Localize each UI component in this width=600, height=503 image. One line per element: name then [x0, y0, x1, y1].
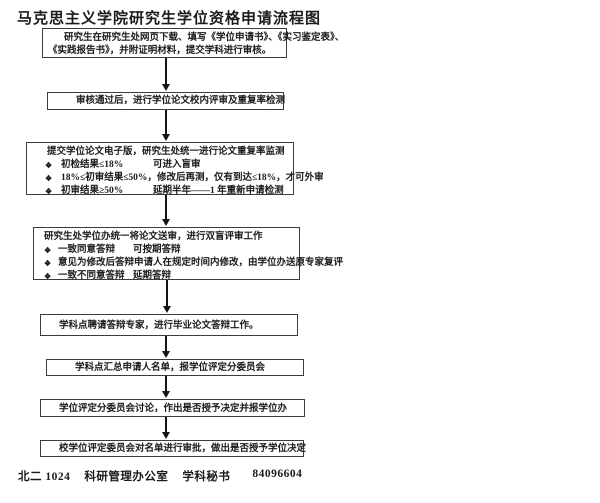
flow-step-internal-review: 审核通过后，进行学位论文校内评审及重复率检测 [47, 92, 286, 110]
bullet-condition: 一致不同意答辩 [58, 271, 125, 281]
flow-step-subcommittee-decision: 学位评定分委员会讨论，作出是否授予决定并报学位办 [40, 399, 305, 417]
flow-arrow-down [161, 336, 170, 358]
arrow-shaft [165, 280, 168, 306]
diamond-bullet-icon: ❖ [45, 174, 53, 183]
step-text-line: 研究生在研究生处网页下载、填写《学位申请书》、《实习鉴定表》、 [64, 33, 345, 43]
flow-step-university-committee-approval: 校学位评定委员会对名单进行审批，做出是否授予学位决定 [40, 440, 307, 457]
bullet-row: ❖ 初检结果≤18% 可进入盲审 [45, 159, 293, 172]
bullet-condition: 18%≤初审结果≤50%， [61, 173, 157, 183]
step-text-line: 学位评定分委员会讨论，作出是否授予决定并报学位办 [59, 404, 288, 414]
page-title: 马克思主义学院研究生学位资格申请流程图 [17, 11, 322, 27]
bullet-row: ❖ 初审结果≥50% 延期半年——1 年重新申请检测 [45, 185, 293, 198]
arrow-head [161, 432, 170, 439]
step-heading: 提交学位论文电子版，研究生处统一进行论文重复率监测 [47, 147, 285, 157]
bullet-result: 修改后再测，仅有到达≤18%，才可外审 [156, 173, 324, 183]
arrow-shaft [164, 195, 167, 219]
footer-phone: 84096604 [252, 468, 303, 480]
footer-office: 科研管理办公室 [84, 471, 169, 483]
bullet-condition: 意见为修改后答辩 [58, 258, 135, 268]
flow-arrow-down [161, 110, 170, 141]
diamond-bullet-icon: ❖ [44, 272, 52, 281]
bullet-result: 申请人在规定时间内修改，由学位办送原专家复评 [134, 258, 344, 268]
arrow-head [162, 306, 171, 313]
arrow-head [161, 134, 170, 141]
flow-step-blind-review: 研究生处学位办统一将论文送审，进行双盲评审工作 ❖ 一致同意答辩 可按期答辩 ❖… [33, 227, 343, 283]
arrow-head [161, 219, 170, 226]
step-text-line: 《实践报告书》，并附证明材料，提交学科进行审核。 [48, 46, 272, 56]
arrow-shaft [164, 417, 167, 432]
arrow-head [161, 391, 170, 398]
bullet-row: ❖ 18%≤初审结果≤50%， 修改后再测，仅有到达≤18%，才可外审 [45, 172, 324, 185]
flow-arrow-down [162, 280, 171, 313]
bullet-row: ❖ 意见为修改后答辩 申请人在规定时间内修改，由学位办送原专家复评 [44, 257, 343, 270]
footer-role: 学科秘书 [182, 471, 231, 483]
diamond-bullet-icon: ❖ [45, 161, 53, 170]
arrow-shaft [164, 376, 167, 391]
flow-step-thesis-defense: 学科点聘请答辩专家，进行毕业论文答辩工作。 [40, 314, 298, 336]
bullet-result: 延期答辩 [133, 271, 172, 281]
bullet-row: ❖ 一致不同意答辩 延期答辩 [44, 270, 299, 283]
bullet-row: ❖ 一致同意答辩 可按期答辩 [44, 244, 299, 257]
flow-arrow-down [161, 58, 170, 91]
diamond-bullet-icon: ❖ [44, 246, 52, 255]
bullet-result: 延期半年——1 年重新申请检测 [153, 186, 284, 196]
arrow-shaft [164, 110, 167, 134]
flow-arrow-down [161, 376, 170, 398]
arrow-shaft [164, 58, 167, 84]
diamond-bullet-icon: ❖ [45, 187, 53, 196]
bullet-result: 可按期答辩 [133, 245, 181, 255]
flow-arrow-down [161, 417, 170, 439]
flow-arrow-down [161, 195, 170, 226]
arrow-head [161, 351, 170, 358]
footer-contact-line: 北二 1024 科研管理办公室 学科秘书 84096604 [18, 468, 302, 484]
step-text-line: 学科点聘请答辩专家，进行毕业论文答辩工作。 [59, 321, 259, 331]
bullet-condition: 一致同意答辩 [58, 245, 116, 255]
arrow-head [161, 84, 170, 91]
step-text-line: 审核通过后，进行学位论文校内评审及重复率检测 [76, 96, 286, 106]
step-text-line: 学科点汇总申请人名单，报学位评定分委员会 [75, 363, 266, 373]
step-text-line: 校学位评定委员会对名单进行审批，做出是否授予学位决定 [59, 444, 307, 454]
flow-step-report-applicant-list: 学科点汇总申请人名单，报学位评定分委员会 [46, 359, 304, 376]
bullet-condition: 初审结果≥50% [61, 186, 124, 196]
arrow-shaft [164, 336, 167, 351]
footer-room: 北二 1024 [18, 471, 71, 483]
bullet-result: 可进入盲审 [153, 160, 201, 170]
diamond-bullet-icon: ❖ [44, 259, 52, 268]
step-heading: 研究生处学位办统一将论文送审，进行双盲评审工作 [44, 232, 263, 242]
flow-step-plagiarism-check: 提交学位论文电子版，研究生处统一进行论文重复率监测 ❖ 初检结果≤18% 可进入… [26, 142, 324, 198]
flow-step-submit-materials: 研究生在研究生处网页下载、填写《学位申请书》、《实习鉴定表》、 《实践报告书》，… [42, 28, 345, 58]
bullet-condition: 初检结果≤18% [61, 160, 124, 170]
